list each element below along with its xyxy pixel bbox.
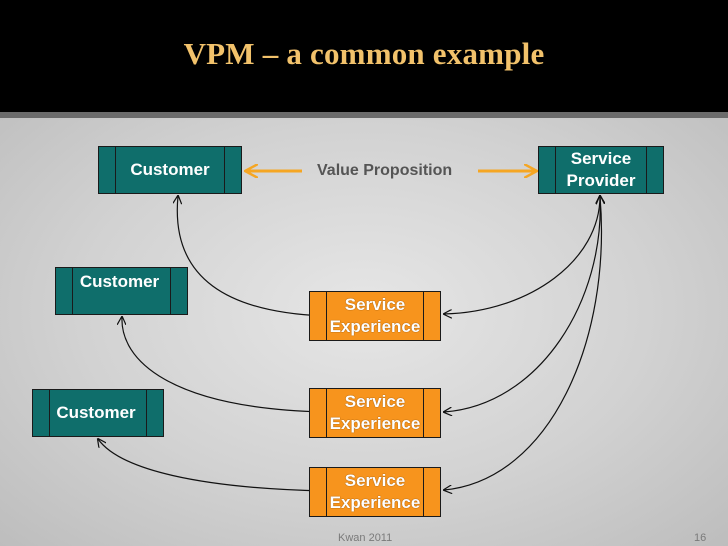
footer-author: Kwan 2011 xyxy=(338,532,393,544)
service-experience-3-label: Service Experience xyxy=(329,471,421,512)
customer-box-1-label: Customer xyxy=(130,160,210,179)
link-customer3-exp3 xyxy=(98,439,323,491)
customer-box-2-label: Customer xyxy=(79,272,160,291)
customer-box-3-label: Customer xyxy=(56,403,136,422)
value-proposition-label: Value Proposition xyxy=(317,162,453,179)
service-provider-box: Service Provider xyxy=(538,146,664,194)
service-experience-1-label: Service Experience xyxy=(329,295,421,336)
customer-box-3: Customer xyxy=(32,389,164,437)
customer-box-1: Customer xyxy=(98,146,242,194)
link-customer1-exp1 xyxy=(177,196,323,316)
link-provider-exp3 xyxy=(444,196,601,490)
customer-box-2: Customer xyxy=(55,267,188,315)
title-divider xyxy=(0,112,728,118)
footer-page-number: 16 xyxy=(694,532,707,544)
slide-title: VPM – a common example xyxy=(183,36,545,71)
link-customer2-exp2 xyxy=(122,317,323,412)
link-provider-exp1 xyxy=(444,196,600,314)
title-bar xyxy=(0,0,728,112)
service-provider-label: Service Provider xyxy=(566,149,636,190)
service-experience-2-label: Service Experience xyxy=(329,392,421,433)
service-experience-box-3: Service Experience xyxy=(309,467,441,517)
service-experience-box-1: Service Experience xyxy=(309,291,441,341)
service-experience-box-2: Service Experience xyxy=(309,388,441,438)
link-provider-exp2 xyxy=(444,196,600,412)
